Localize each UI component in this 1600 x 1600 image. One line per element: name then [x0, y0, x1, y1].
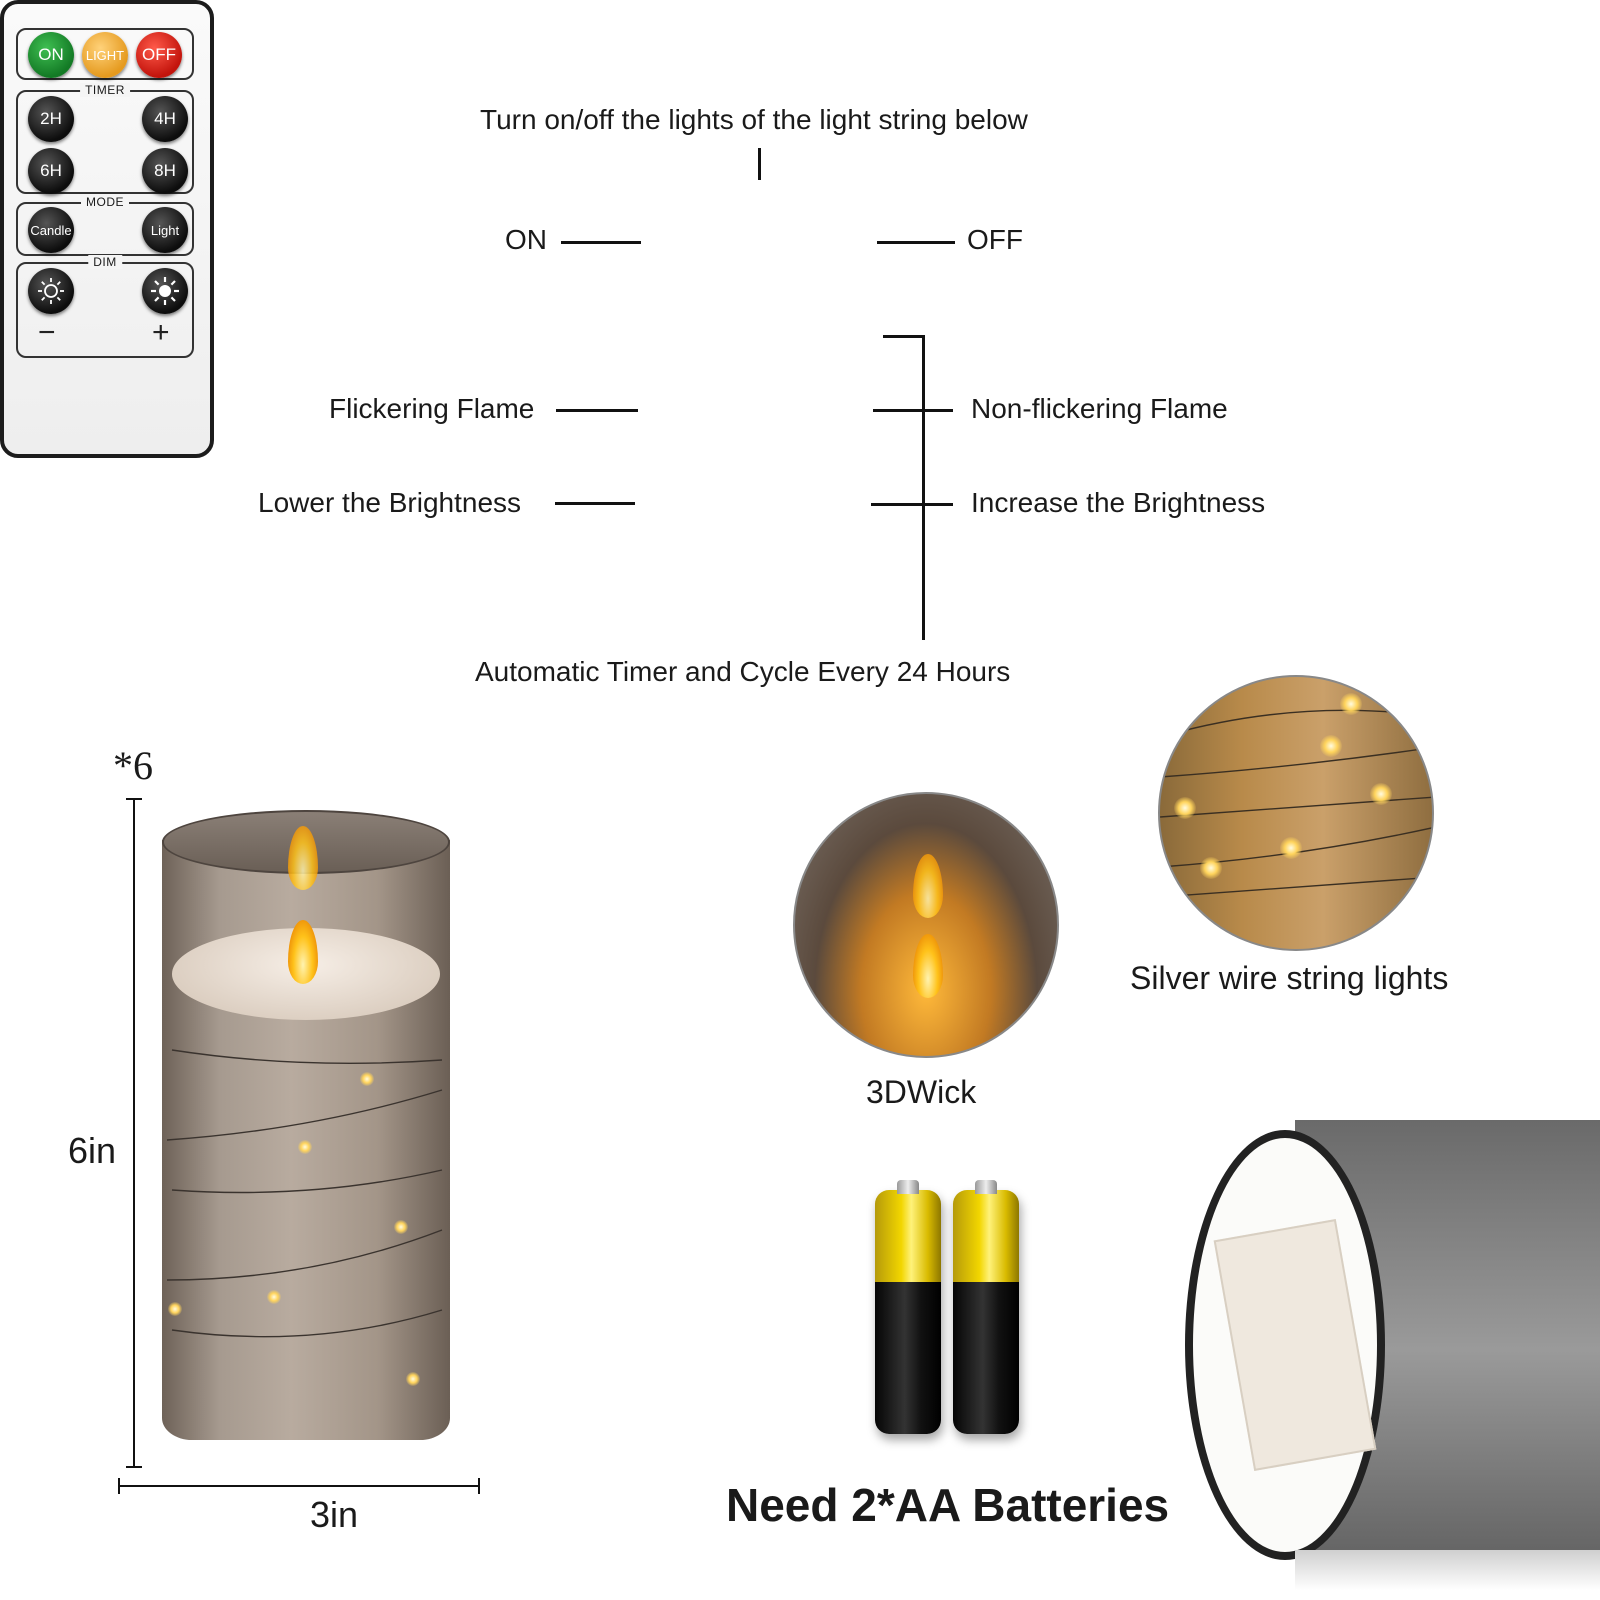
- height-tick-bottom: [126, 1466, 142, 1468]
- wick-closeup-image: [793, 792, 1059, 1058]
- height-dimension-line: [133, 798, 135, 1468]
- light-bead: [168, 1302, 182, 1316]
- width-label: 3in: [310, 1494, 359, 1535]
- light-bead: [267, 1290, 281, 1304]
- sun-dim-icon: [38, 278, 64, 304]
- light-bead: [360, 1072, 374, 1086]
- string-lights-wire: [166, 1049, 443, 1338]
- leader-timer-bracket: [883, 335, 923, 338]
- flame-reflection: [913, 854, 943, 918]
- candle-shadow: [1295, 1550, 1600, 1590]
- timer-4h-button[interactable]: 4H: [142, 96, 188, 142]
- candle-mode-button[interactable]: Candle: [28, 207, 74, 253]
- timer-title: TIMER: [80, 83, 130, 97]
- light-bead: [298, 1140, 312, 1154]
- leader-increase: [871, 503, 953, 506]
- light-mode-button[interactable]: Light: [142, 207, 188, 253]
- height-tick-top: [126, 798, 142, 800]
- callout-top: Turn on/off the lights of the light stri…: [480, 104, 1028, 135]
- callout-flicker: Flickering Flame: [329, 393, 535, 424]
- dim-down-button[interactable]: [28, 268, 74, 314]
- mode-title: MODE: [81, 195, 129, 209]
- leader-lower: [555, 502, 635, 505]
- candle-bottom-image: [1185, 1120, 1600, 1590]
- minus-sign: −: [38, 316, 56, 349]
- candle-image: [162, 810, 450, 1472]
- aa-battery: [953, 1190, 1019, 1434]
- timer-6h-button[interactable]: 6H: [28, 148, 74, 194]
- width-tick-left: [118, 1478, 120, 1494]
- wick-label: 3DWick: [866, 1074, 977, 1110]
- on-button[interactable]: ON: [28, 32, 74, 78]
- battery-terminal: [897, 1180, 919, 1194]
- quantity-label: *6: [113, 743, 153, 788]
- callout-bottom: Automatic Timer and Cycle Every 24 Hours: [475, 656, 1011, 687]
- light-bead: [406, 1372, 420, 1386]
- dim-group: DIM −: [16, 255, 194, 358]
- flame-reflection: [288, 826, 318, 890]
- light-button[interactable]: LIGHT: [82, 32, 128, 78]
- dim-title: DIM: [88, 255, 122, 269]
- timer-8h-button[interactable]: 8H: [142, 148, 188, 194]
- power-group: ON LIGHT OFF: [16, 28, 194, 80]
- light-bead: [1320, 735, 1342, 757]
- leader-non-flicker: [873, 409, 953, 412]
- leader-timer: [922, 335, 925, 640]
- string-lights-closeup-image: [1158, 675, 1434, 951]
- battery-label: Need 2*AA Batteries: [726, 1479, 1170, 1531]
- leader-flicker: [556, 409, 638, 412]
- light-bead: [1174, 797, 1196, 819]
- dim-up-button[interactable]: [142, 268, 188, 314]
- callout-on: ON: [505, 224, 547, 255]
- callout-non-flicker: Non-flickering Flame: [971, 393, 1228, 424]
- remote-control: ON LIGHT OFF TIMER 2H 4H 6H 8H MODE Cand…: [0, 0, 214, 458]
- callout-increase: Increase the Brightness: [971, 487, 1266, 518]
- callout-off: OFF: [967, 224, 1023, 255]
- timer-2h-button[interactable]: 2H: [28, 96, 74, 142]
- leader-on: [561, 241, 641, 244]
- callout-lower: Lower the Brightness: [258, 487, 522, 518]
- height-label: 6in: [68, 1130, 117, 1171]
- battery-terminal: [975, 1180, 997, 1194]
- width-dimension-line: [118, 1485, 480, 1487]
- leader-off: [877, 241, 955, 244]
- sun-bright-icon: [151, 277, 179, 305]
- string-lights-label: Silver wire string lights: [1130, 960, 1449, 996]
- mode-group: MODE Candle Light: [16, 195, 194, 256]
- plus-sign: +: [152, 316, 170, 349]
- light-bead: [1200, 857, 1222, 879]
- candle-base: [1185, 1130, 1385, 1560]
- light-bead: [1370, 783, 1392, 805]
- timer-group: TIMER 2H 4H 6H 8H: [16, 83, 194, 194]
- wick-flame: [913, 934, 943, 998]
- aa-battery: [875, 1190, 941, 1434]
- leader-top: [758, 148, 761, 180]
- candle-flame: [288, 920, 318, 984]
- light-bead: [1280, 837, 1302, 859]
- off-button[interactable]: OFF: [136, 32, 182, 78]
- string-lights-wire: [1160, 709, 1432, 898]
- battery-compartment-cover: [1213, 1219, 1377, 1471]
- light-bead: [394, 1220, 408, 1234]
- light-bead: [1340, 693, 1362, 715]
- width-tick-right: [478, 1478, 480, 1494]
